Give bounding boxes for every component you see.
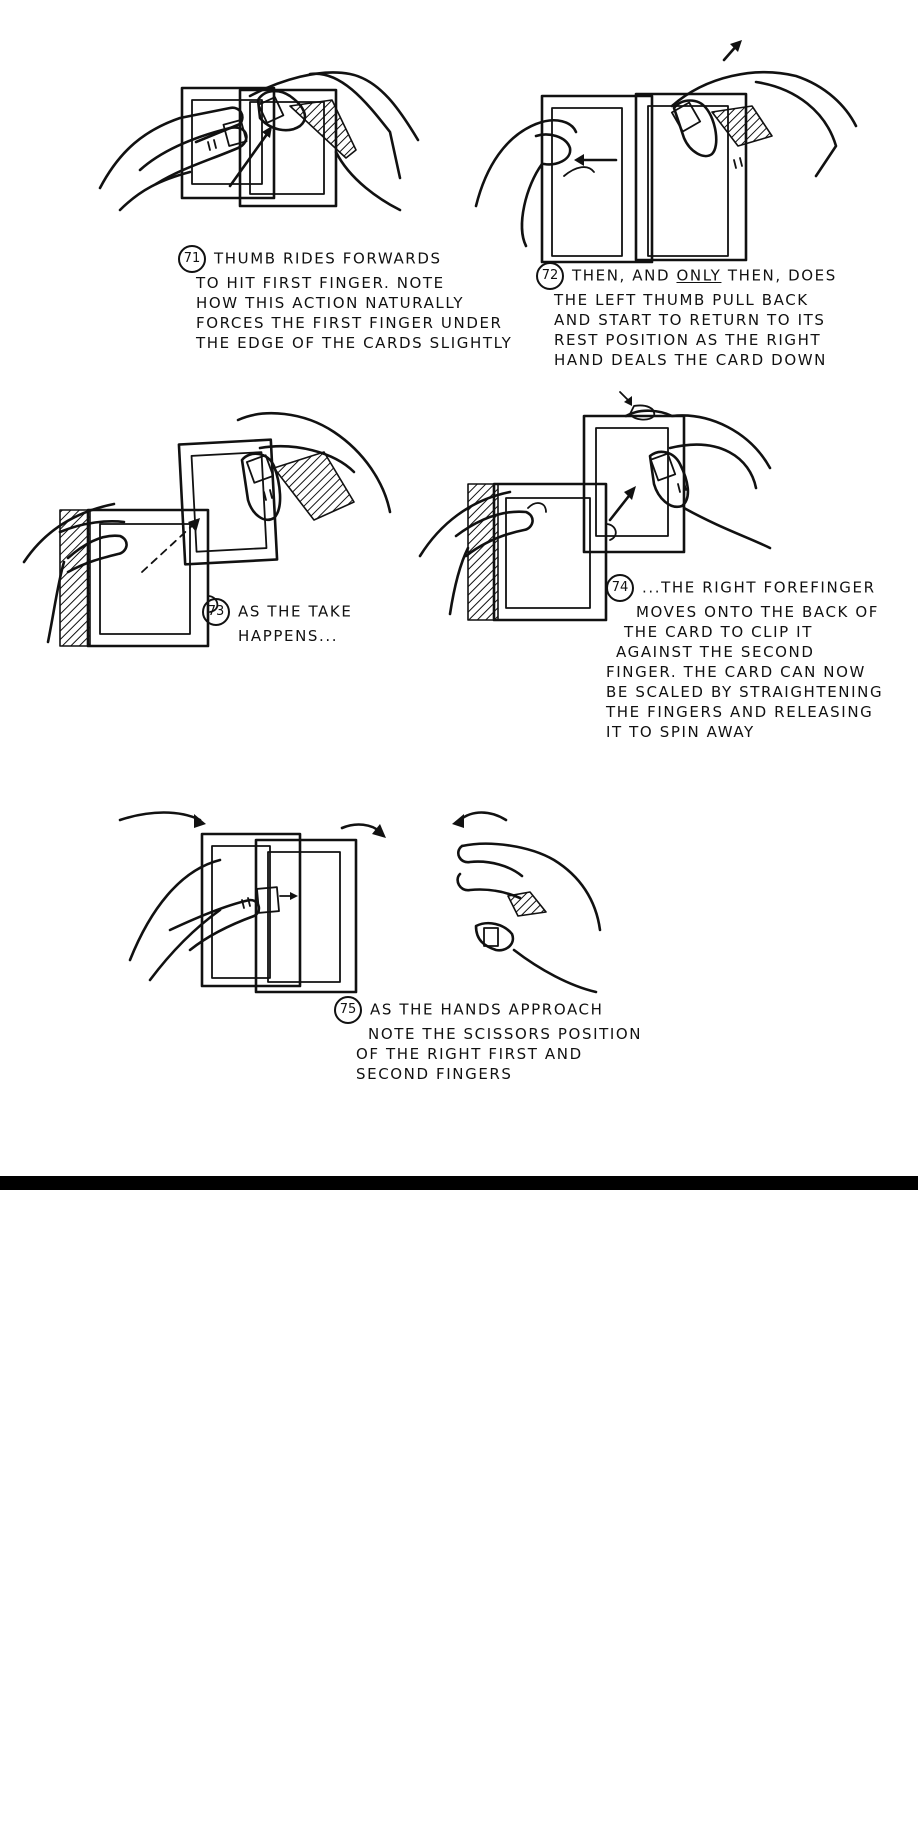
caption-74-line-2: MOVES ONTO THE BACK OF bbox=[636, 603, 879, 621]
caption-74: 74 ...THE RIGHT FOREFINGER MOVES ONTO THE… bbox=[606, 574, 883, 742]
caption-74-line-5: FINGER. THE CARD CAN NOW bbox=[606, 663, 866, 681]
caption-72-line-2: THE LEFT THUMB PULL BACK bbox=[554, 291, 809, 309]
caption-74-line-7: THE FINGERS AND RELEASING bbox=[606, 703, 874, 721]
caption-71: 71 THUMB RIDES FORWARDS TO HIT FIRST FING… bbox=[178, 245, 512, 353]
caption-72-emphasis: ONLY bbox=[676, 266, 722, 285]
caption-73-line-1: AS THE TAKE bbox=[238, 602, 353, 621]
figure-number-71: 71 bbox=[178, 245, 206, 273]
caption-74-line-1: ...THE RIGHT FOREFINGER bbox=[642, 578, 876, 597]
caption-75-line-4: SECOND FINGERS bbox=[356, 1065, 513, 1083]
caption-72: 72 THEN, AND ONLY THEN, DOES THE LEFT THU… bbox=[536, 262, 837, 370]
caption-74-line-4: AGAINST THE SECOND bbox=[616, 643, 815, 661]
caption-72-line-5: HAND DEALS THE CARD DOWN bbox=[554, 351, 827, 369]
figure-72-illustration bbox=[474, 40, 858, 264]
caption-74-line-6: BE SCALED BY STRAIGHTENING bbox=[606, 683, 884, 701]
caption-72-line-1b: THEN, DOES bbox=[721, 266, 837, 285]
figure-75: 75 AS THE HANDS APPROACH NOTE THE SCISSOR… bbox=[110, 800, 641, 1100]
caption-73: 73 AS THE TAKE HAPPENS... bbox=[202, 598, 352, 646]
figure-number-72: 72 bbox=[536, 262, 564, 290]
caption-75-line-3: OF THE RIGHT FIRST AND bbox=[356, 1045, 583, 1063]
figure-73-illustration bbox=[22, 411, 392, 648]
figure-75-illustration bbox=[118, 811, 602, 994]
figure-73: 73 AS THE TAKE HAPPENS... bbox=[22, 411, 414, 652]
caption-74-line-8: IT TO SPIN AWAY bbox=[606, 723, 755, 741]
figure-74-illustration bbox=[418, 391, 772, 622]
caption-71-line-2: TO HIT FIRST FINGER. NOTE bbox=[196, 274, 445, 292]
page-divider-bar bbox=[0, 1176, 918, 1190]
caption-72-line-3: AND START TO RETURN TO ITS bbox=[554, 311, 826, 329]
figure-71: 71 THUMB RIDES FORWARDS TO HIT FIRST FING… bbox=[98, 60, 511, 352]
figure-71-illustration bbox=[98, 71, 420, 212]
caption-71-line-5: THE EDGE OF THE CARDS SLIGHTLY bbox=[196, 334, 513, 352]
figure-72: 72 THEN, AND ONLY THEN, DOES THE LEFT THU… bbox=[474, 36, 876, 369]
figure-number-73: 73 bbox=[202, 598, 230, 626]
caption-75: 75 AS THE HANDS APPROACH NOTE THE SCISSOR… bbox=[334, 996, 642, 1084]
caption-71-line-1: THUMB RIDES FORWARDS bbox=[214, 249, 442, 268]
figure-number-74: 74 bbox=[606, 574, 634, 602]
caption-75-line-1: AS THE HANDS APPROACH bbox=[370, 1000, 604, 1019]
caption-73-line-2: HAPPENS... bbox=[238, 627, 339, 645]
figure-number-75: 75 bbox=[334, 996, 362, 1024]
caption-72-line-4: REST POSITION AS THE RIGHT bbox=[554, 331, 822, 349]
caption-75-line-2: NOTE THE SCISSORS POSITION bbox=[368, 1025, 643, 1043]
caption-74-line-3: THE CARD TO CLIP IT bbox=[624, 623, 813, 641]
caption-71-line-3: HOW THIS ACTION NATURALLY bbox=[196, 294, 465, 312]
caption-72-line-1a: THEN, AND bbox=[572, 266, 677, 285]
caption-71-line-4: FORCES THE FIRST FINGER UNDER bbox=[196, 314, 503, 332]
figure-74: 74 ...THE RIGHT FOREFINGER MOVES ONTO THE… bbox=[418, 388, 900, 768]
